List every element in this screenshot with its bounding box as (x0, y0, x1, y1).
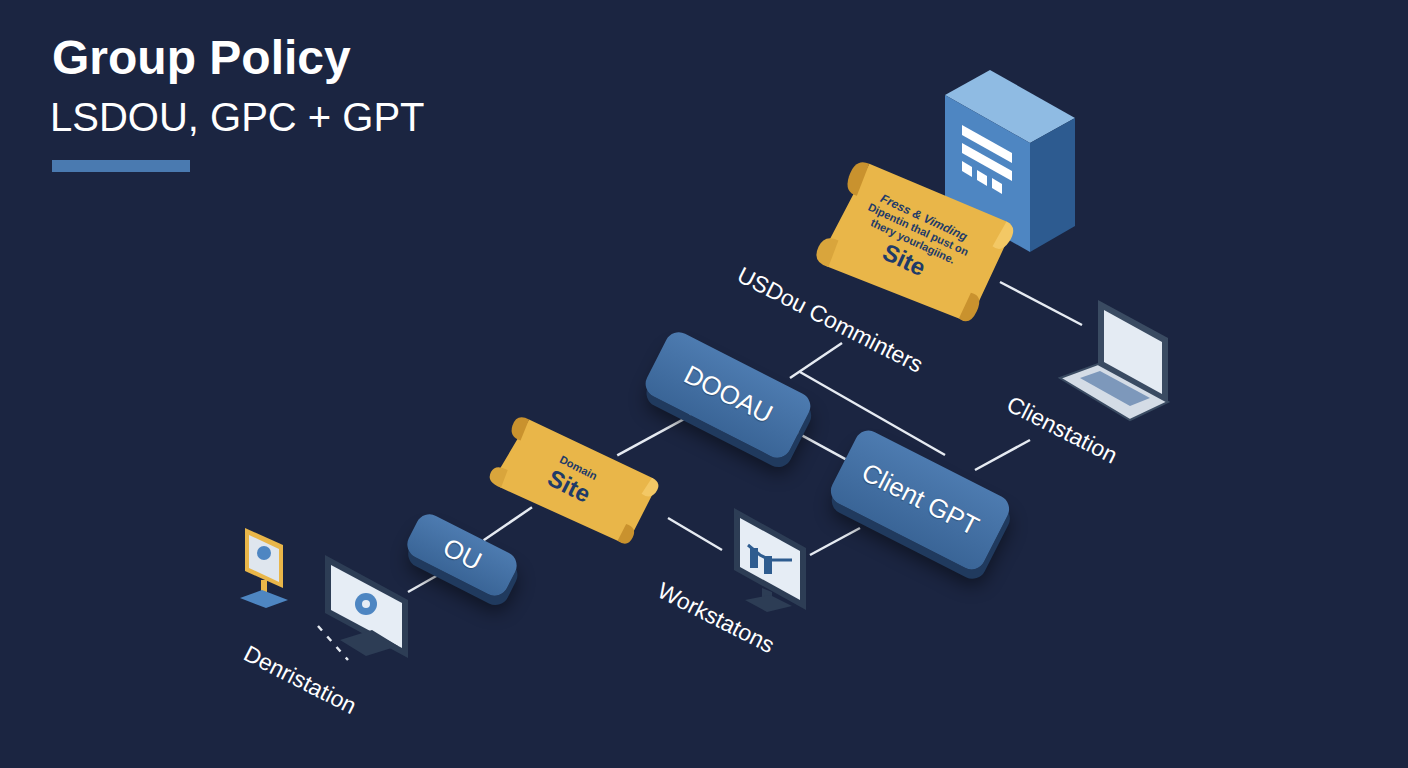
leader-line (790, 343, 842, 378)
process-box: OU (403, 510, 522, 601)
scroll-part (508, 413, 531, 440)
scroll-part (487, 463, 510, 487)
workstation-icon (325, 555, 408, 658)
station-label: Workstatons (653, 577, 779, 659)
scroll-part (818, 157, 1014, 331)
title-underline (52, 160, 190, 172)
workstation-icon (734, 508, 806, 612)
node-text: DOOAU (679, 361, 776, 429)
scroll-part (992, 221, 1016, 253)
scroll-part (617, 523, 637, 546)
scroll-part (641, 476, 661, 499)
scroll-part (492, 414, 659, 550)
connector-line (617, 415, 691, 455)
diagram-title: Group Policy (52, 30, 351, 85)
dotted-line (318, 626, 348, 660)
process-box: DOOAU (641, 327, 815, 462)
node-text: OU (438, 534, 485, 576)
station-label: Denristation (239, 640, 361, 720)
sign-icon (240, 528, 288, 608)
leader-line (408, 575, 438, 592)
node-text: Client GPT (857, 459, 983, 541)
scroll-node: DomainSite (481, 406, 662, 554)
connector-line (798, 433, 845, 459)
scroll-part (812, 234, 840, 268)
leader-lines (318, 282, 1082, 660)
scroll-part (842, 158, 871, 196)
leader-line (810, 528, 860, 555)
scroll-part (958, 292, 982, 324)
leader-line (668, 518, 722, 550)
leader-line (1000, 282, 1082, 325)
laptop-icon (1060, 300, 1168, 420)
process-box: Client GPT (826, 426, 1014, 574)
leader-line (975, 440, 1030, 470)
connector-line (484, 507, 532, 540)
subtitle: LSDOU, GPC + GPT (50, 95, 425, 140)
